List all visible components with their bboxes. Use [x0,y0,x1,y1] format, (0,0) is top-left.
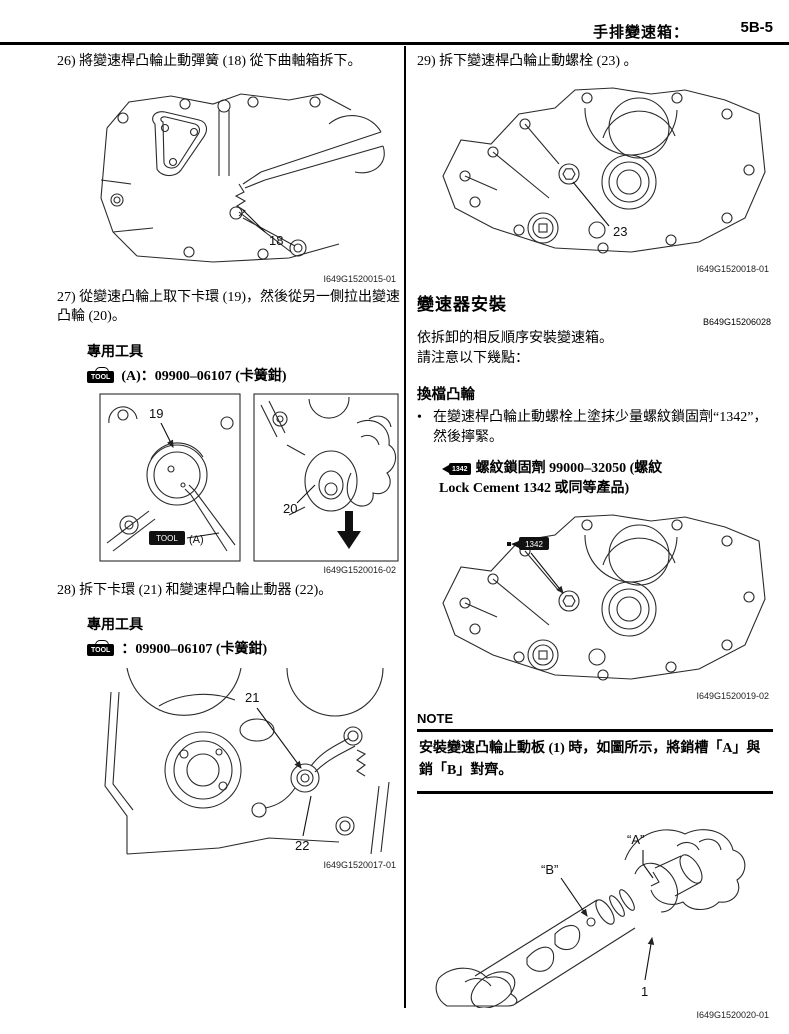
special-tool-text: ：09900–06107 (卡簧鉗) [121,642,268,658]
header-rule [0,42,789,45]
fig-label-b: “B” [541,862,558,877]
spring-removal-illustration: 18 [100,93,385,263]
sealant-spec-line-1: 螺紋鎖固劑 99000–32050 (螺紋 [475,460,663,476]
special-tool-title: 專用工具 [87,618,143,634]
step-29-text: 29) 拆下變速桿凸輪止動螺栓 (23) 。 [417,54,638,69]
bullet-icon: • [417,410,422,426]
toolbox-icon: TOOL [87,366,115,383]
install-para-1: 依拆卸的相反順序安裝變速箱。 [417,330,613,346]
right-column: 29) 拆下變速桿凸輪止動螺栓 (23) 。 2 [417,52,773,1024]
step-28-text: 28) 拆下卡環 (21) 和變速桿凸輪止動器 (22)。 [57,582,333,598]
figure-caption: I649G1520020-01 [696,1009,769,1020]
left-column: 26) 將變速桿凸輪止動彈簧 (18) 從下曲軸箱拆下。 [57,52,400,874]
tool-badge-icon: TOOL [156,534,178,543]
fig-label-22: 22 [295,838,309,853]
figure-caption: I649G1520019-02 [696,691,769,702]
special-tool-block-2: 專用工具 TOOL ：09900–06107 (卡簧鉗) [87,614,400,658]
section-ref-code: B649G15206028 [702,316,771,327]
special-tool-title: 專用工具 [87,344,143,360]
note-rule-bottom [417,791,773,794]
fig-label-a: “A” [627,832,644,847]
fig-label-23: 23 [613,224,627,239]
figure-stopper-removal: 21 22 [99,666,400,858]
figure-caption: I649G1520015-01 [323,273,396,284]
note-title: NOTE [417,711,454,727]
column-divider [404,46,406,1008]
figure-caption: I649G1520017-01 [323,860,396,871]
direction-arrow [337,510,361,549]
figure-sealant-application: 1342 [427,507,773,689]
figure-plate-alignment: “A” “B” 1 [429,816,773,1008]
fig-label-19: 19 [149,406,163,421]
sealant-spec-line-2: Lock Cement 1342 或同等產品) [439,481,630,497]
note-block: NOTE 安裝變速凸輪止動板 (1) 時，如圖所示，將銷槽「A」與銷「B」對齊。 [417,711,773,794]
sealant-tube-icon: 1342 [442,462,471,475]
special-tool-text: (A)：09900–06107 (卡簧鉗) [121,368,287,384]
toolbox-icon: TOOL [87,640,115,657]
sealant-badge-icon: 1342 [525,540,543,549]
figure-caption: I649G1520018-01 [696,263,769,274]
install-para-2: 請注意以下幾點： [417,350,529,366]
special-tool-block-1: 專用工具 TOOL (A)：09900–06107 (卡簧鉗) [87,341,400,385]
note-text: 安裝變速凸輪止動板 (1) 時，如圖所示，將銷槽「A」與銷「B」對齊。 [419,740,761,778]
figure-caption: I649G1520016-02 [323,564,396,575]
shift-cam-subheading: 換檔凸輪 [417,387,475,404]
figure-spring-removal: 18 [93,80,400,272]
bullet-text: 在變速桿凸輪止動螺栓上塗抹少量螺紋鎖固劑“1342”，然後擰緊。 [433,410,768,446]
page-number: 5B-5 [740,19,773,36]
shift-cam-bullet: • 在變速桿凸輪止動螺栓上塗抹少量螺紋鎖固劑“1342”，然後擰緊。 [417,408,773,449]
figure-stopper-bolt: 23 [427,80,773,262]
sealant-application-illustration: 1342 [442,514,766,681]
step-26-text: 26) 將變速桿凸輪止動彈簧 (18) 從下曲軸箱拆下。 [57,54,362,69]
plate-alignment-illustration: “A” “B” 1 [435,828,746,1008]
fig-label-18: 18 [269,233,283,248]
sealant-spec-block: 1342 螺紋鎖固劑 99000–32050 (螺紋 Lock Cement 1… [439,459,773,500]
stopper-bolt-illustration: 23 [442,87,766,254]
figure-circlip-cam: TOOL (A) 19 20 [99,393,400,563]
stopper-removal-illustration: 21 22 [104,668,390,855]
install-section-heading: 變速器安裝 [417,294,507,314]
fig-label-21: 21 [245,690,259,705]
fig-label-1: 1 [641,984,648,999]
step-27-text: 27) 從變速凸輪上取下卡環 (19)，然後從另一側拉出變速凸輪 (20)。 [57,289,400,325]
fig-label-20: 20 [283,501,297,516]
note-rule-top [417,729,773,732]
tool-badge-suffix: (A) [189,534,204,546]
circlip-cam-illustration: TOOL (A) 19 20 [99,393,399,562]
